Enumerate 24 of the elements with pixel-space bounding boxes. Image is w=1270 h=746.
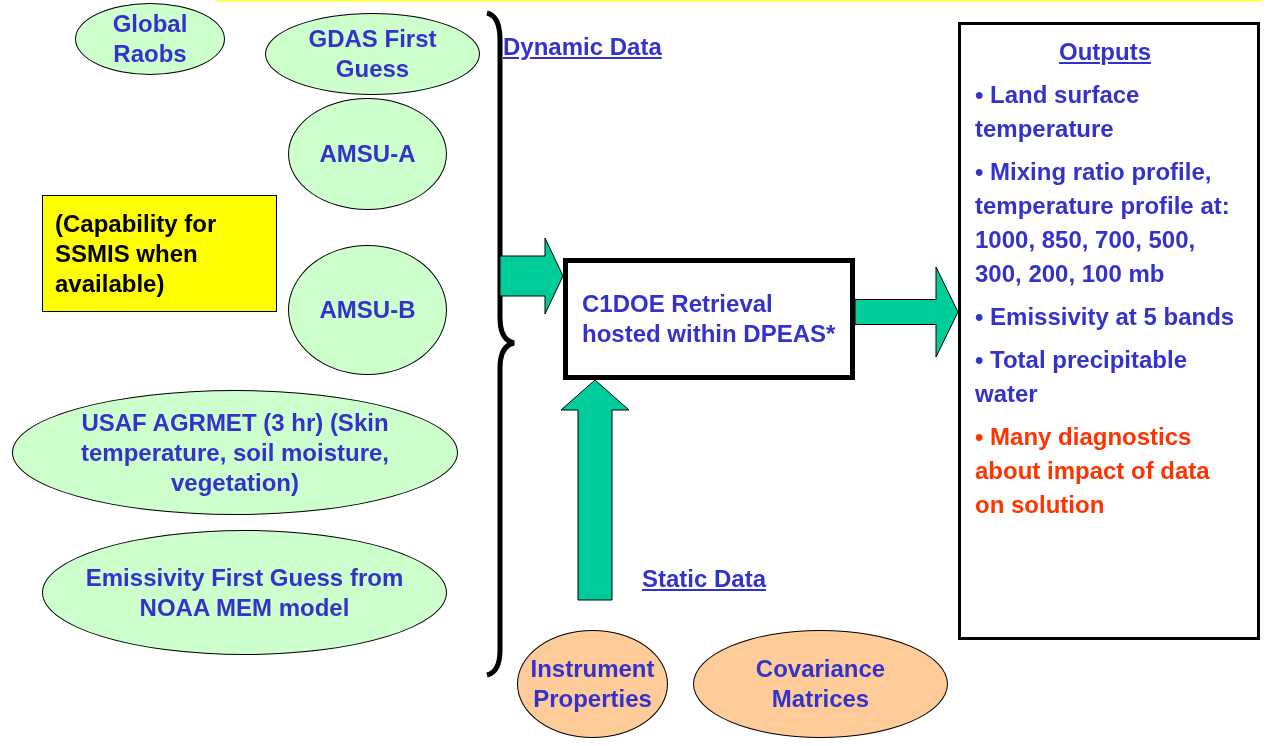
node-label: Global Raobs: [111, 9, 189, 69]
bullet-item: • Emissivity at 5 bands: [975, 302, 1235, 332]
note-box: [42, 195, 277, 312]
node-label: C1DOE Retrieval hosted within DPEAS*: [582, 289, 836, 349]
outputs-heading: Outputs: [1058, 37, 1152, 67]
section-heading: Static Data: [642, 565, 767, 593]
block-arrow: [499, 237, 564, 315]
bullet-item: • Land surface temperature: [975, 80, 1141, 144]
node-label: Instrument Properties: [529, 654, 656, 714]
node-label: (Capability for SSMIS when available): [55, 208, 218, 299]
node-label: USAF AGRMET (3 hr) (Skin temperature, soil moisture, vegetation): [79, 407, 391, 498]
bullet-item: • Mixing ratio profile, temperature profile at: 1000, 850, 700, 500, 300, 200, 100 mb: [975, 157, 1231, 289]
process-box: [563, 258, 855, 380]
node-label: AMSU-B: [318, 295, 417, 325]
block-arrow: [560, 379, 630, 601]
node-label: GDAS First Guess: [307, 24, 438, 84]
node-label: Emissivity First Guess from NOAA MEM model: [84, 562, 405, 623]
bullet-item: • Many diagnostics about impact of data on solution: [975, 422, 1211, 520]
outputs-box: [958, 22, 1260, 640]
bullet-item: • Total precipitable water: [975, 345, 1188, 409]
block-arrow: [854, 266, 959, 358]
section-heading: Dynamic Data: [503, 33, 662, 61]
node-label: AMSU-A: [318, 139, 417, 169]
node-label: Covariance Matrices: [754, 654, 887, 714]
